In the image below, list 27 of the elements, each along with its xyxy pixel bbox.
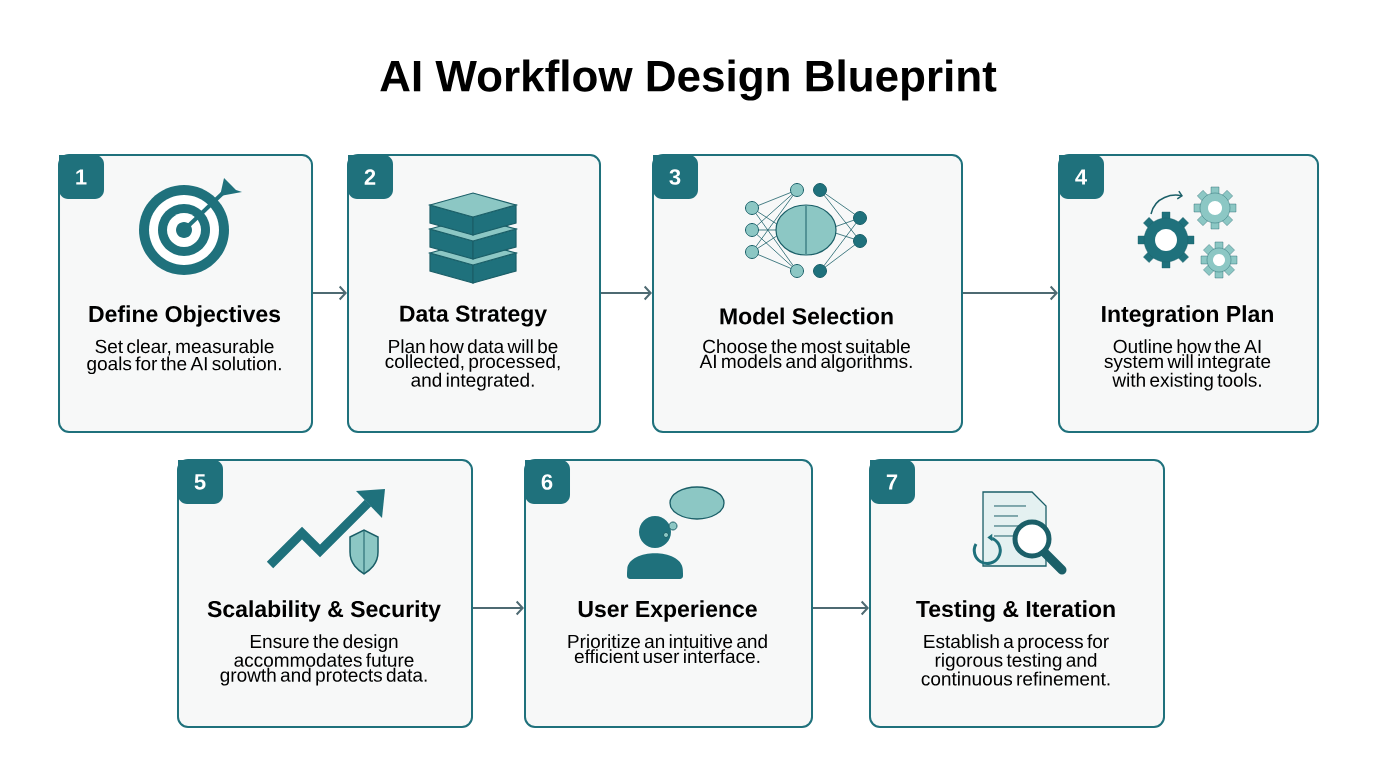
- step-heading: Model Selection: [720, 307, 893, 325]
- step-heading: Data Strategy: [400, 305, 547, 327]
- arrow: [812, 600, 869, 616]
- step-number-badge: 7: [870, 460, 915, 504]
- step-number-badge: 5: [178, 460, 223, 504]
- step-description: Choose the most suitable AI models and algorithms.: [699, 339, 912, 372]
- step-description: Prioritize an intuitive and efficient user interface.: [568, 634, 767, 664]
- step-description: Establish a process for rigorous testing and continuous refinement.: [921, 634, 1110, 686]
- step-description: Plan how data will be collected, processed, and integrated.: [385, 339, 560, 391]
- step-number-badge: 3: [653, 155, 698, 199]
- step-number-badge: 1: [59, 155, 104, 199]
- step-number-badge: 6: [525, 460, 570, 504]
- step-heading: Integration Plan: [1102, 305, 1273, 327]
- step-number-badge: 2: [348, 155, 393, 199]
- step-heading: User Experience: [578, 600, 757, 622]
- step-description: Set clear, measurable goals for the AI solution.: [87, 339, 281, 375]
- arrow: [962, 285, 1058, 301]
- title: AI Workflow Design Blueprint: [380, 59, 997, 101]
- step-heading: Testing & Iteration: [916, 600, 1115, 622]
- step-number-badge: 4: [1059, 155, 1104, 199]
- step-description: Outline how the AI system will integrate with existing tools.: [1104, 339, 1271, 391]
- step-heading: Define Objectives: [89, 305, 281, 327]
- arrow: [472, 600, 524, 616]
- arrow: [312, 285, 347, 301]
- arrow: [600, 285, 652, 301]
- step-description: Ensure the design accommodates future growth and protects data.: [220, 634, 427, 686]
- step-heading: Scalability & Security: [207, 600, 441, 622]
